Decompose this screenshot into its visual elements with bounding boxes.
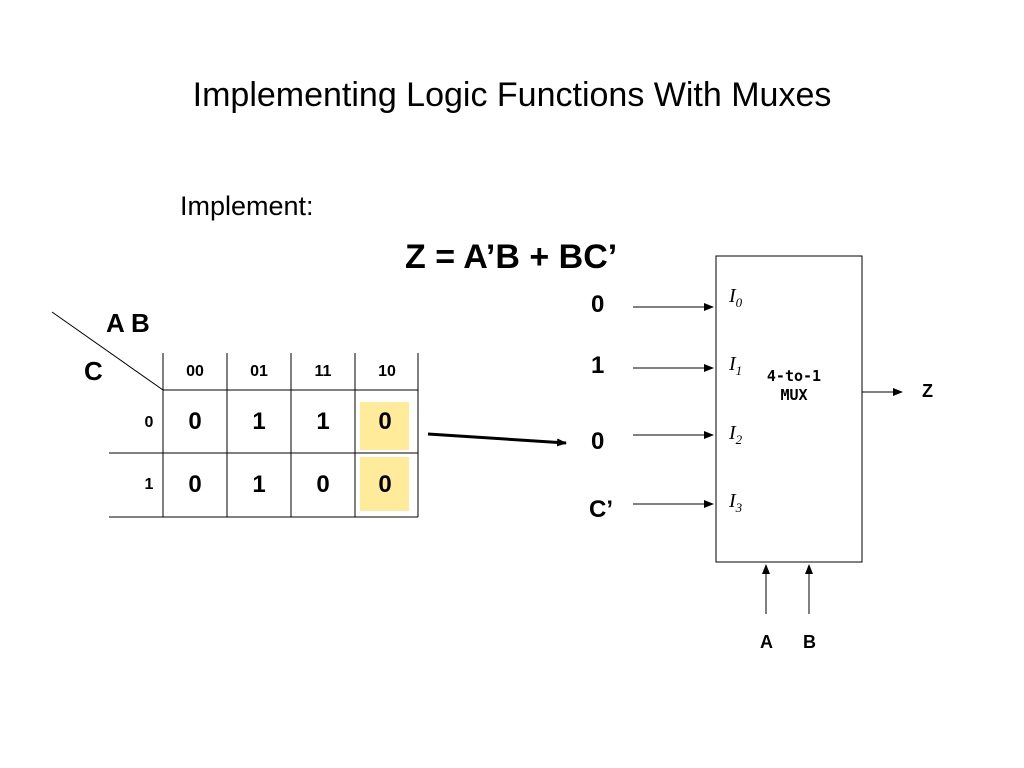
mux-label: 4-to-1 MUX: [756, 367, 832, 405]
mux-input-value-1: 1: [591, 352, 605, 379]
kmap-highlight-cell-r1: [360, 457, 409, 511]
kmap-cell: 1: [252, 471, 266, 498]
kmap-cell: 0: [188, 408, 202, 435]
mux-input-value-0: 0: [591, 291, 605, 318]
kmap-row-variable: C: [84, 356, 103, 386]
slide-title: Implementing Logic Functions With Muxes: [192, 76, 832, 114]
implement-label: Implement:: [180, 191, 314, 221]
kmap-column-header: 01: [250, 363, 268, 380]
kmap-cell: 0: [188, 471, 202, 498]
mux-select-label-a: A: [760, 632, 773, 652]
kmap-column-variables: A B: [106, 308, 150, 338]
kmap-to-mux-arrow: [427, 432, 567, 447]
kmap-column-header: 10: [378, 363, 396, 380]
kmap-highlight-cell-r0: [360, 402, 409, 450]
kmap-row-header: 1: [144, 476, 154, 493]
mux-port-i1: I1: [729, 353, 743, 378]
mux-label-line2: MUX: [780, 386, 808, 404]
kmap-column-header: 11: [314, 363, 332, 380]
mux-input-value-3: C’: [589, 496, 613, 523]
kmap-cell: 1: [316, 408, 330, 435]
mux-port-i3: I3: [729, 490, 743, 515]
mux-port-i2: I2: [729, 422, 743, 447]
kmap-cell: 0: [378, 471, 392, 498]
mux-label-line1: 4-to-1: [766, 367, 822, 385]
mux-port-i0: I0: [729, 285, 743, 310]
mux-input-value-2: 0: [591, 428, 605, 455]
kmap-cell: 0: [316, 471, 330, 498]
kmap-grid: [51, 311, 419, 518]
kmap-row-header: 0: [144, 414, 154, 431]
mux-output-label: Z: [922, 381, 933, 401]
boolean-equation: Z = A’B + BC’: [405, 238, 618, 276]
kmap-cell: 1: [252, 408, 266, 435]
kmap-column-header: 00: [186, 363, 204, 380]
kmap-cell: 0: [378, 408, 392, 435]
mux-select-label-b: B: [803, 632, 816, 652]
mux-box: [715, 255, 863, 563]
